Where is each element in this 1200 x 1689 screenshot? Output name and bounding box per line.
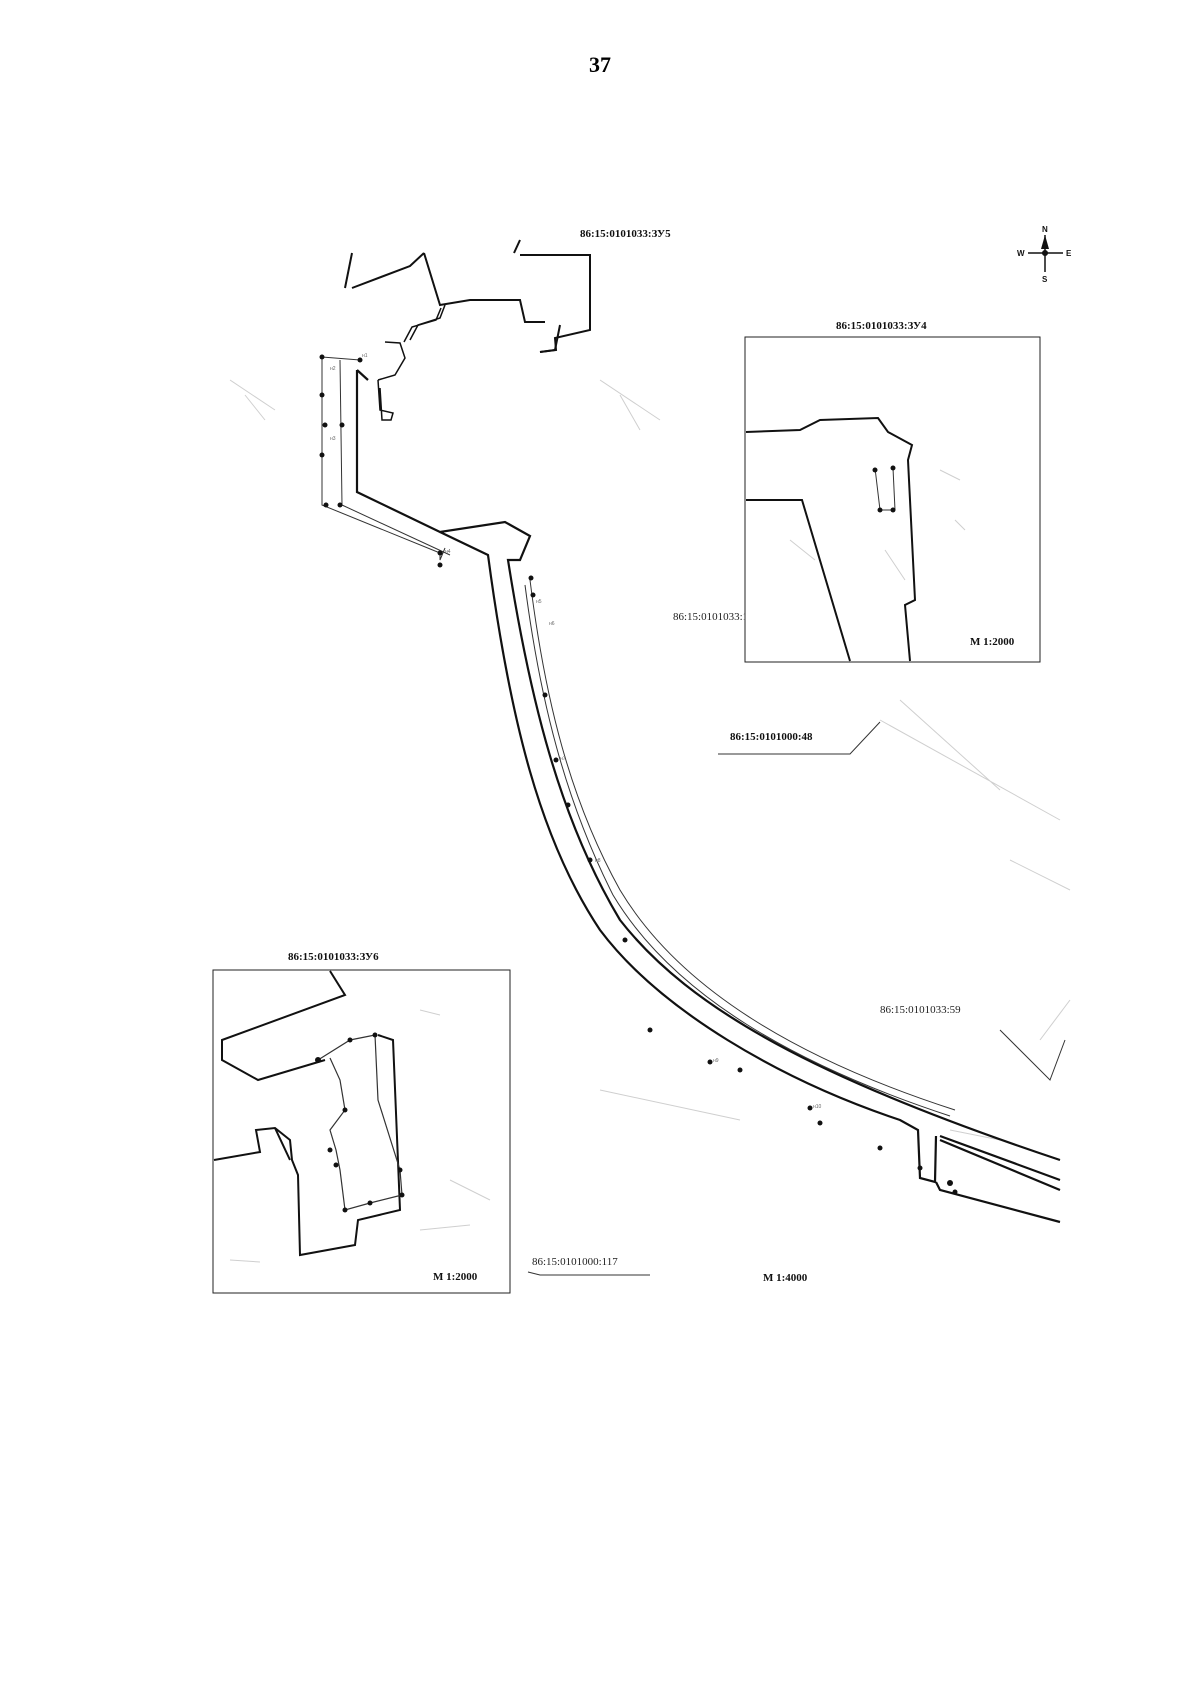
parcel-label-117: 86:15:0101000:117: [532, 1256, 618, 1268]
main-road-corridor: [355, 369, 1061, 1224]
access-road-double-line: [377, 304, 446, 421]
scale-main: М 1:4000: [763, 1272, 808, 1284]
compass-n-label: N: [1042, 225, 1048, 234]
compass-rose: N S E W: [1017, 225, 1072, 284]
svg-text:н7: н7: [560, 756, 566, 762]
leader-lines: [527, 611, 1066, 1276]
svg-text:н10: н10: [813, 1104, 822, 1110]
inset-zu6-scale: М 1:2000: [433, 1271, 478, 1283]
svg-text:н1: н1: [362, 353, 368, 359]
inset-zu4: 86:15:0101033:ЗУ4 М 1:2000: [744, 320, 1041, 663]
svg-text:н8: н8: [595, 858, 601, 864]
parcel-label-59: 86:15:0101033:59: [880, 1004, 961, 1016]
parcel-boundaries-north: [344, 239, 591, 353]
inset-zu4-title: 86:15:0101033:ЗУ4: [836, 320, 927, 332]
svg-text:н4: н4: [445, 549, 451, 555]
inset-zu4-scale: М 1:2000: [970, 636, 1015, 648]
compass-w-label: W: [1017, 249, 1025, 258]
svg-text:н9: н9: [713, 1058, 719, 1064]
inset-zu6: 86:15:0101033:ЗУ6 М 1:2000: [212, 951, 511, 1294]
point-number-labels: н1 н2 н3 н4 н5 н6 н7 н8 н9 н10: [330, 353, 822, 1110]
background-parcel-traces: [229, 379, 1071, 1141]
svg-text:н3: н3: [330, 436, 336, 442]
svg-text:н5: н5: [536, 599, 542, 605]
survey-points: [319, 354, 958, 1195]
parcel-label-48: 86:15:0101000:48: [730, 731, 813, 743]
inset-zu6-title: 86:15:0101033:ЗУ6: [288, 951, 379, 963]
svg-text:н2: н2: [330, 366, 336, 372]
compass-s-label: S: [1042, 275, 1048, 284]
parcel-label-zu5: 86:15:0101033:ЗУ5: [580, 228, 671, 240]
page-number: 37: [589, 52, 611, 77]
svg-text:н6: н6: [549, 621, 555, 627]
compass-e-label: E: [1066, 249, 1072, 258]
parcel-label-15: 86:15:0101033:15: [673, 611, 754, 623]
